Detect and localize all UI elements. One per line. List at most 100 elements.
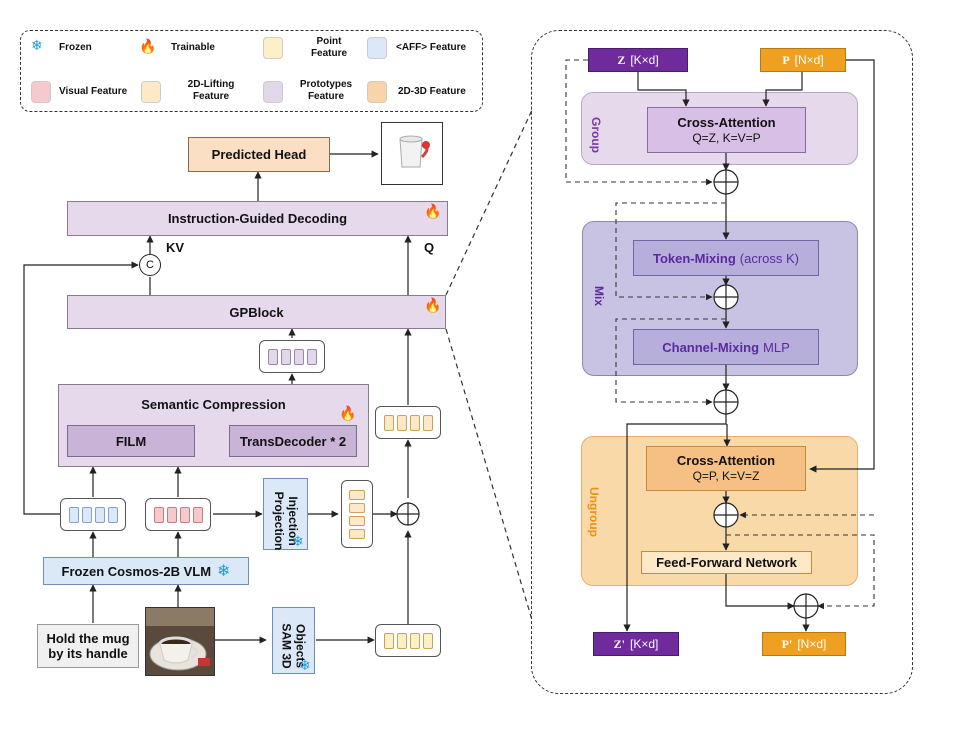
aff-tokens: [60, 498, 126, 531]
prototype-token: [293, 348, 304, 365]
point-token: [422, 414, 433, 431]
legend-trainable-label: Trainable: [171, 42, 215, 53]
semantic-compression-label: Semantic Compression: [141, 397, 286, 412]
aff-token: [68, 506, 79, 523]
visual-token: [166, 506, 177, 523]
cross-attention-group-box: Cross-Attention Q=Z, K=V=P: [647, 107, 806, 153]
vlm-label: Frozen Cosmos-2B VLM: [61, 563, 212, 579]
token-mixing-box: Token-Mixing (across K): [633, 240, 819, 276]
cross-attention-ungroup-title: Cross-Attention: [676, 453, 776, 468]
z-input-dim: [K×d]: [630, 53, 659, 67]
concat-node: C: [139, 254, 161, 276]
aff-token: [81, 506, 92, 523]
lifting-tokens: [341, 480, 373, 548]
channel-mixing-box: Channel-Mixing MLP: [633, 329, 819, 365]
point-token: [383, 632, 394, 649]
aff-token: [94, 506, 105, 523]
visual-token: [192, 506, 203, 523]
film-box: FILM: [67, 425, 195, 457]
aff-token: [107, 506, 118, 523]
snowflake-icon: ❄: [299, 657, 311, 673]
point-token: [396, 632, 407, 649]
snowflake-icon: ❄: [292, 533, 304, 549]
token-mixing-suffix: (across K): [739, 250, 800, 266]
predicted-head-box: Predicted Head: [188, 137, 330, 172]
p-output-dim: [N×d]: [797, 637, 827, 651]
decoding-box: Instruction-Guided Decoding: [67, 201, 448, 236]
prototype-tokens: [259, 340, 325, 373]
legend-aff-label: <AFF> Feature: [396, 42, 467, 53]
z-output-dim: [K×d]: [629, 637, 659, 651]
gpblock-label: GPBlock: [229, 304, 284, 320]
z-input-box: Z [K×d]: [588, 48, 688, 72]
legend-frozen-label: Frozen: [59, 42, 92, 53]
legend-point-label: Point Feature: [310, 36, 348, 59]
cross-attention-ungroup-sub: Q=P, K=V=Z: [692, 469, 760, 483]
p-input-dim: [N×d]: [794, 53, 824, 67]
flame-icon: 🔥: [424, 297, 442, 313]
legend-proto-swatch: [263, 81, 283, 103]
legend-lifting-label: 2D-Lifting Feature: [187, 79, 235, 102]
ffn-box: Feed-Forward Network: [641, 551, 812, 574]
cross-attention-group-sub: Q=Z, K=V=P: [692, 131, 761, 145]
add-node: [713, 389, 739, 415]
gpblock-box: GPBlock: [67, 295, 446, 329]
p-output-symbol: P': [781, 636, 793, 651]
cross-attention-ungroup-box: Cross-Attention Q=P, K=V=Z: [646, 446, 806, 491]
gpblock-detail-panel: [531, 30, 913, 694]
lifting-token: [349, 528, 365, 539]
snowflake-icon: ❄: [217, 563, 231, 580]
mug-render-icon: [399, 135, 430, 168]
predicted-output-image: [381, 122, 443, 185]
point-tokens-upper: [375, 406, 441, 439]
legend-lifting-swatch: [141, 81, 161, 103]
lifting-token: [349, 489, 365, 500]
decoding-label: Instruction-Guided Decoding: [167, 211, 348, 226]
visual-token: [179, 506, 190, 523]
visual-tokens: [145, 498, 211, 531]
add-node: [793, 593, 819, 619]
transdecoder-box: TransDecoder * 2: [229, 425, 357, 457]
injection-projection-box: Injection Projection ❄: [263, 478, 308, 550]
channel-mixing-suffix: MLP: [763, 339, 790, 355]
add-node: [713, 169, 739, 195]
prototype-token: [280, 348, 291, 365]
point-tokens-lower: [375, 624, 441, 657]
legend-2d3d-swatch: [367, 81, 387, 103]
visual-token: [153, 506, 164, 523]
input-image: [145, 607, 215, 676]
lifting-token: [349, 515, 365, 526]
add-node: [713, 284, 739, 310]
p-output-box: P' [N×d]: [762, 632, 846, 656]
flame-icon: 🔥: [424, 203, 442, 219]
instruction-box: Hold the mug by its handle: [37, 624, 139, 668]
q-label: Q: [424, 240, 435, 255]
snowflake-icon: ❄: [31, 37, 43, 53]
legend-2d3d-label: 2D-3D Feature: [398, 86, 466, 97]
flame-icon: 🔥: [339, 405, 357, 421]
point-token: [422, 632, 433, 649]
z-output-box: Z' [K×d]: [593, 632, 679, 656]
vlm-box: Frozen Cosmos-2B VLM ❄: [43, 557, 249, 585]
legend-proto-label: Prototypes Feature: [299, 79, 353, 102]
add-node: [396, 502, 420, 526]
z-output-symbol: Z': [613, 636, 625, 651]
add-node: [713, 502, 739, 528]
semantic-compression-box: Semantic Compression 🔥 FILM TransDecoder…: [58, 384, 369, 467]
p-input-symbol: P: [782, 52, 790, 67]
point-token: [409, 414, 420, 431]
point-token: [409, 632, 420, 649]
legend-visual-swatch: [31, 81, 51, 103]
legend-visual-label: Visual Feature: [59, 86, 128, 97]
channel-mixing-label: Channel-Mixing: [662, 339, 760, 355]
z-input-symbol: Z: [617, 52, 626, 67]
point-token: [396, 414, 407, 431]
cross-attention-group-title: Cross-Attention: [677, 115, 776, 130]
prototype-token: [306, 348, 317, 365]
prototype-token: [267, 348, 278, 365]
point-token: [383, 414, 394, 431]
legend-point-swatch: [263, 37, 283, 59]
token-mixing-label: Token-Mixing: [652, 250, 736, 266]
